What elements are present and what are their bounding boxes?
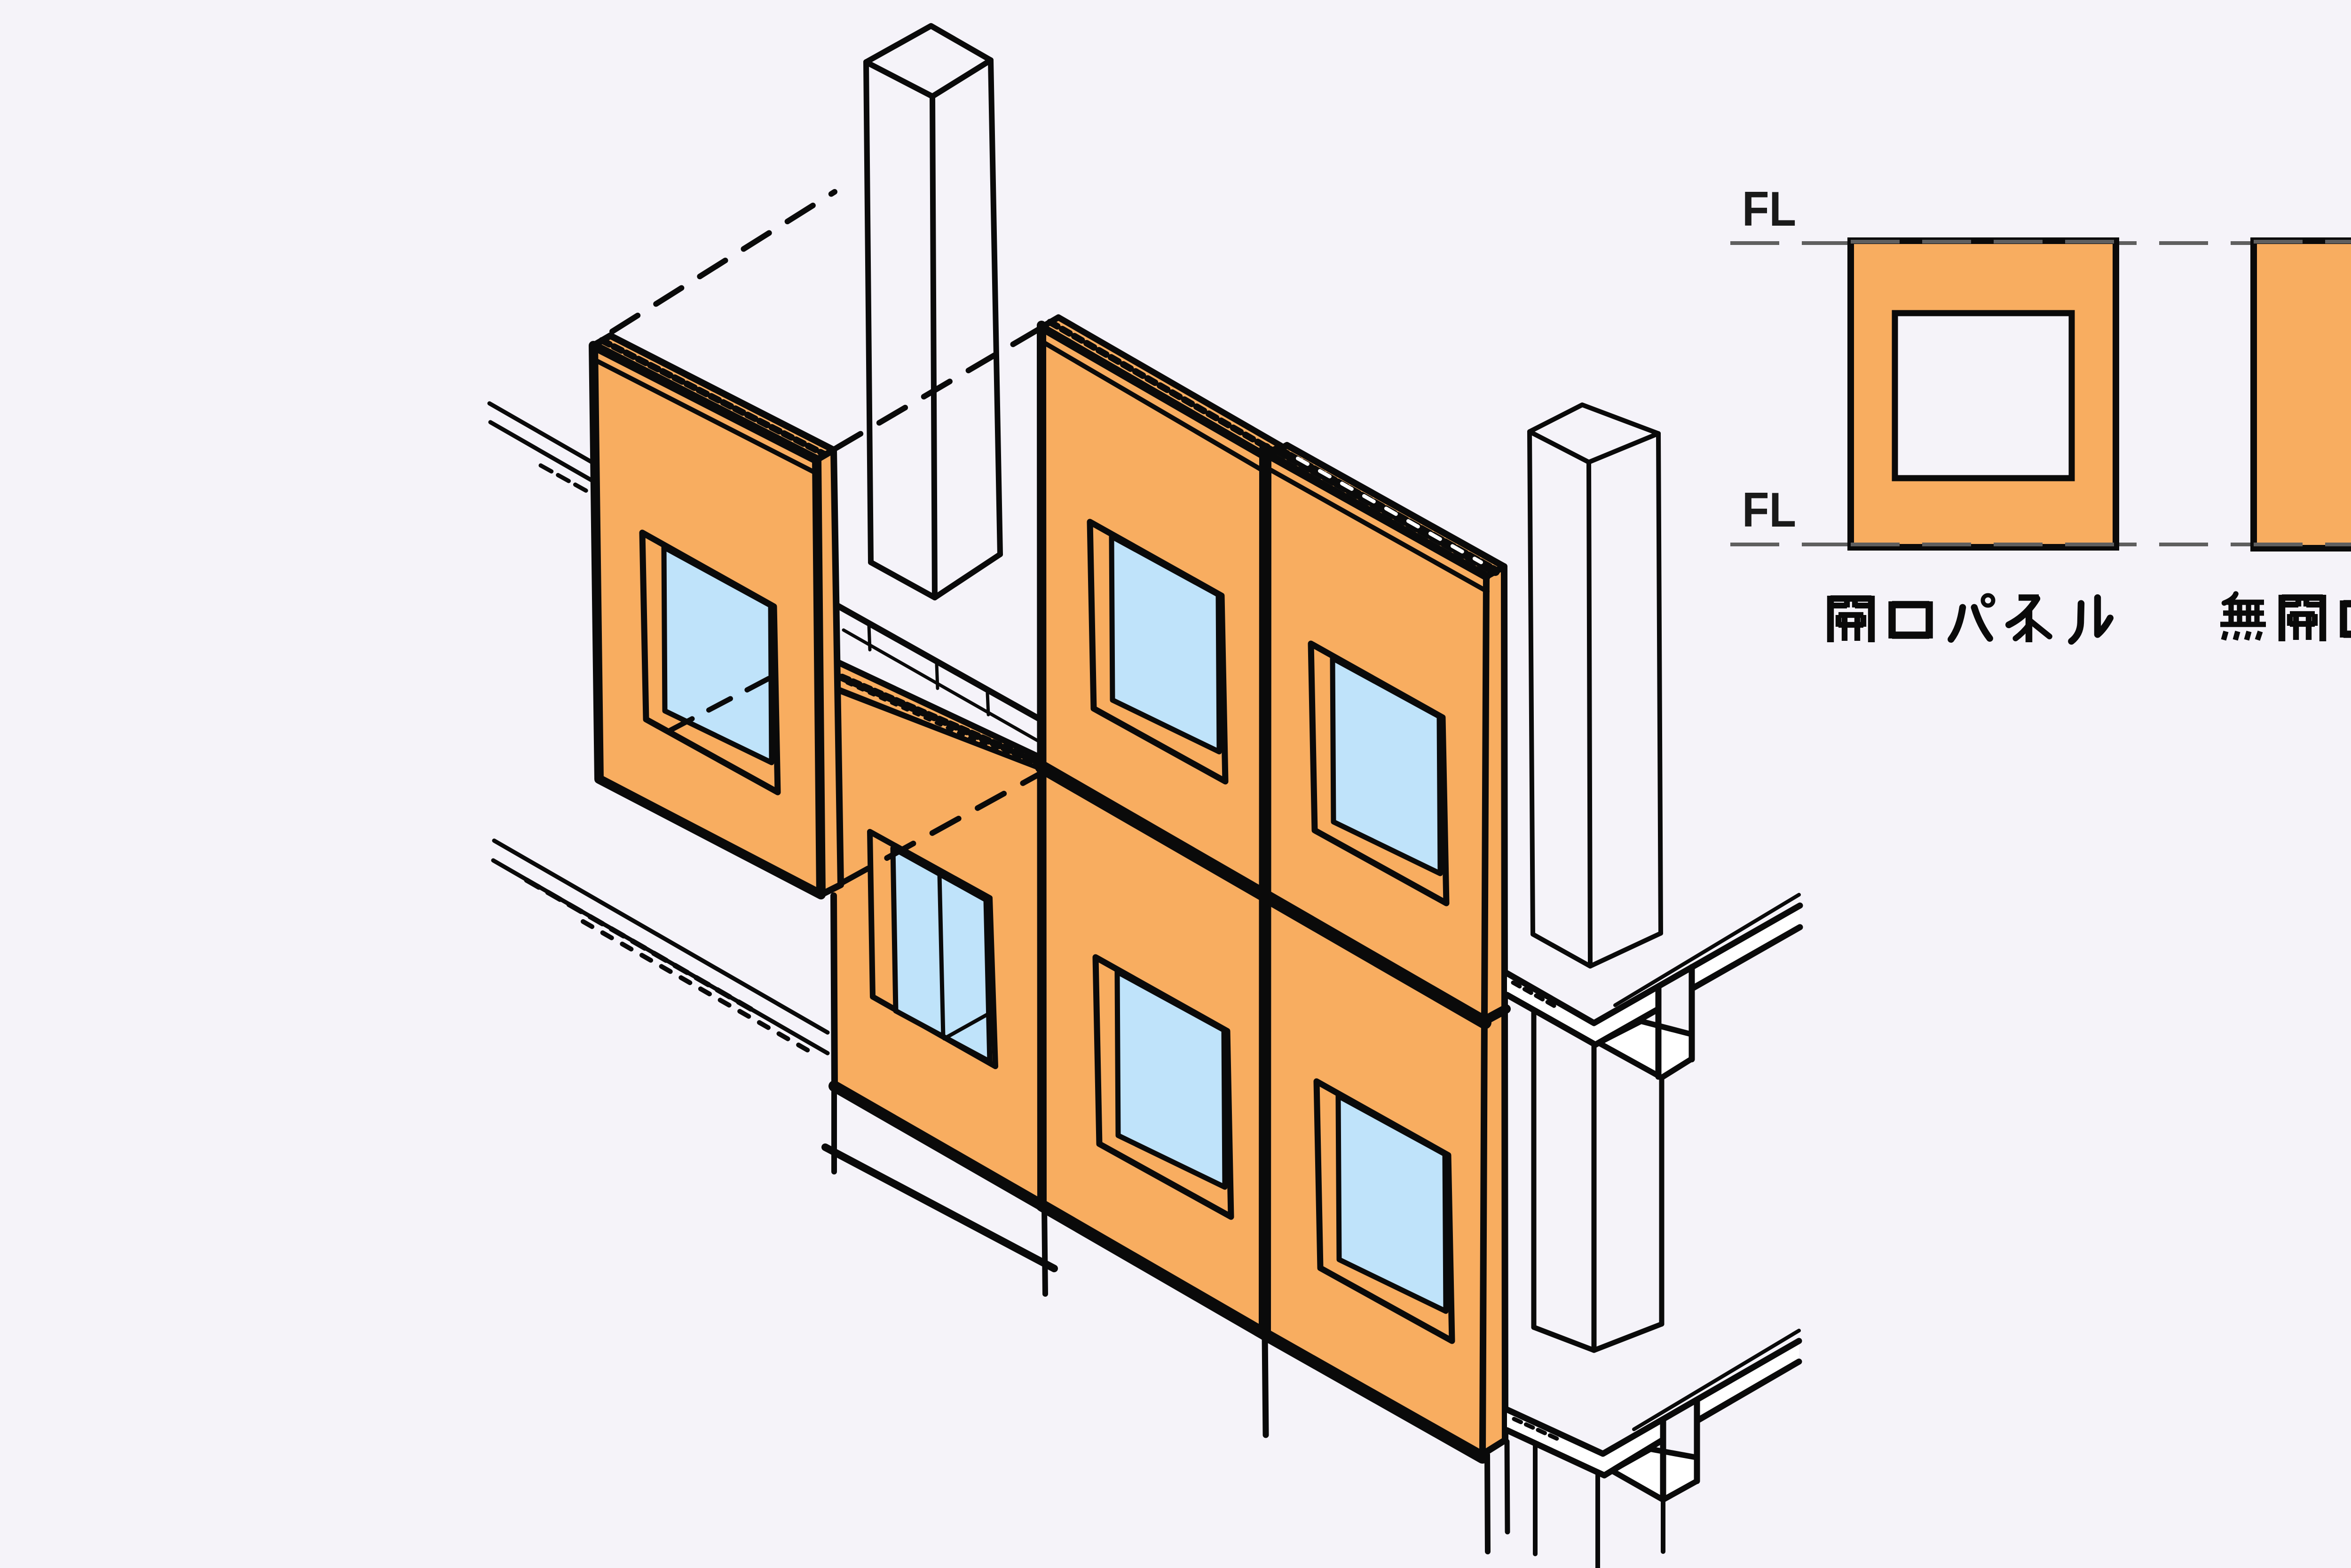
svg-text:FL: FL (1742, 182, 1796, 236)
svg-text:FL: FL (1742, 483, 1796, 537)
